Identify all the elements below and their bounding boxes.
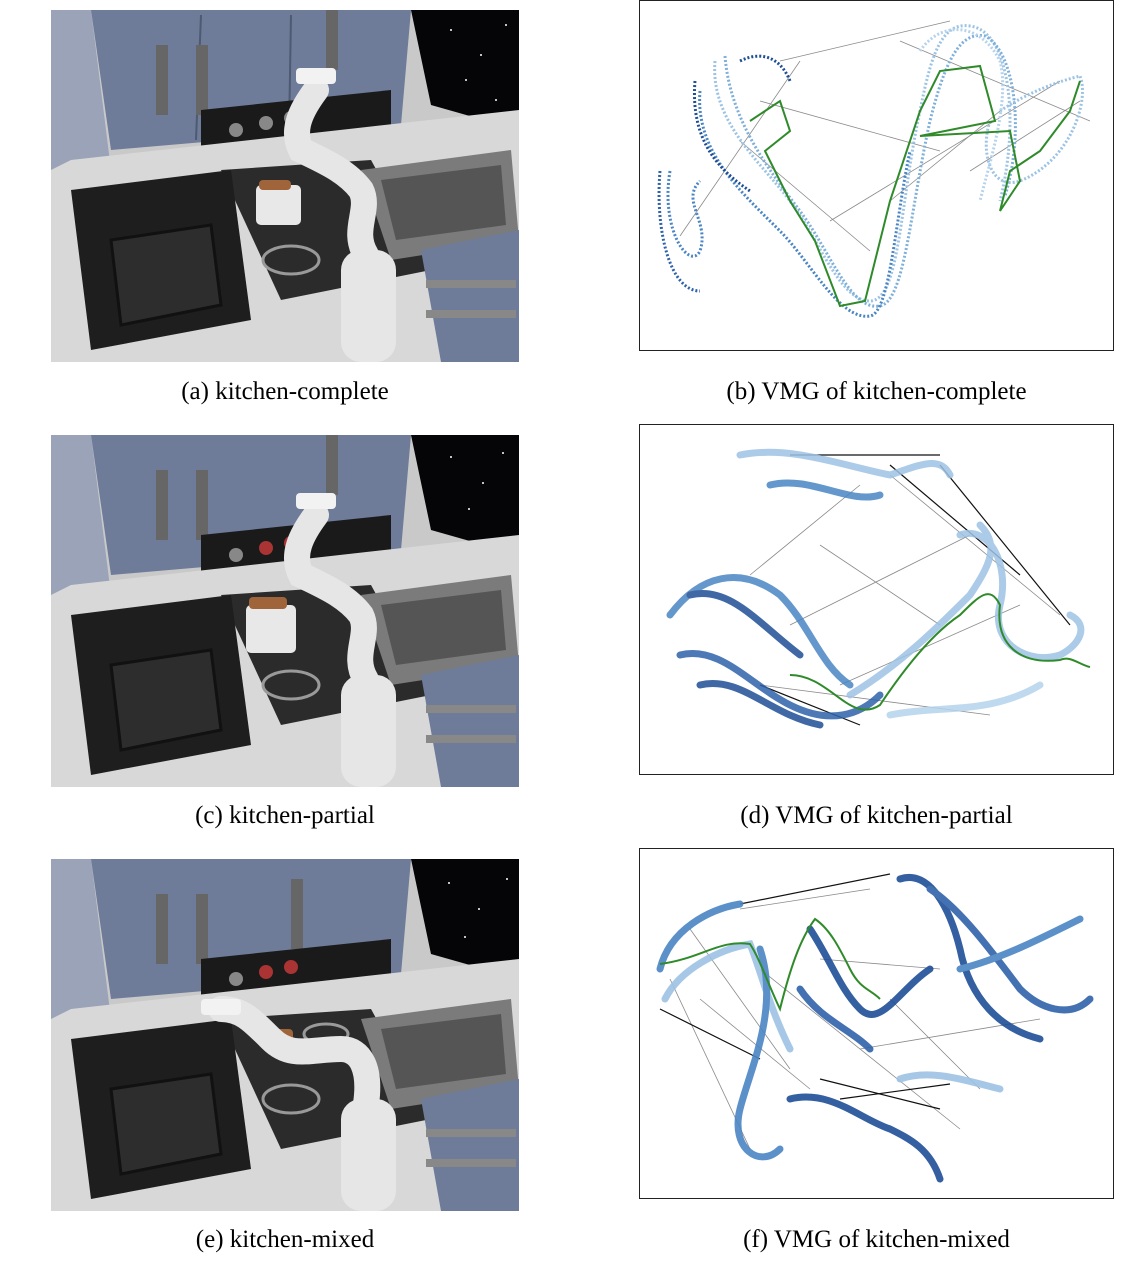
kitchen-scene-illustration [51, 859, 519, 1211]
kitchen-scene-illustration [51, 10, 519, 362]
panel-d-caption: (d) VMG of kitchen-partial [740, 802, 1013, 829]
kitchen-partial-render [51, 435, 519, 787]
panel-c-caption: (c) kitchen-partial [195, 802, 375, 829]
vmg-graph-mixed [656, 873, 1094, 1183]
panel-e-caption: (e) kitchen-mixed [195, 1226, 375, 1253]
kitchen-mixed-render [51, 859, 519, 1211]
vmg-graph-partial [666, 448, 1091, 729]
vmg-kitchen-partial-plot [639, 424, 1114, 775]
kitchen-complete-render [51, 10, 519, 362]
panel-f-caption: (f) VMG of kitchen-mixed [743, 1226, 1010, 1253]
vmg-kitchen-mixed-plot [639, 848, 1114, 1199]
vmg-graph-complete [657, 20, 1091, 318]
panel-a-caption: (a) kitchen-complete [181, 378, 389, 405]
panel-b-caption: (b) VMG of kitchen-complete [726, 378, 1027, 405]
vmg-kitchen-complete-plot [639, 0, 1114, 351]
kitchen-scene-illustration [51, 435, 519, 787]
